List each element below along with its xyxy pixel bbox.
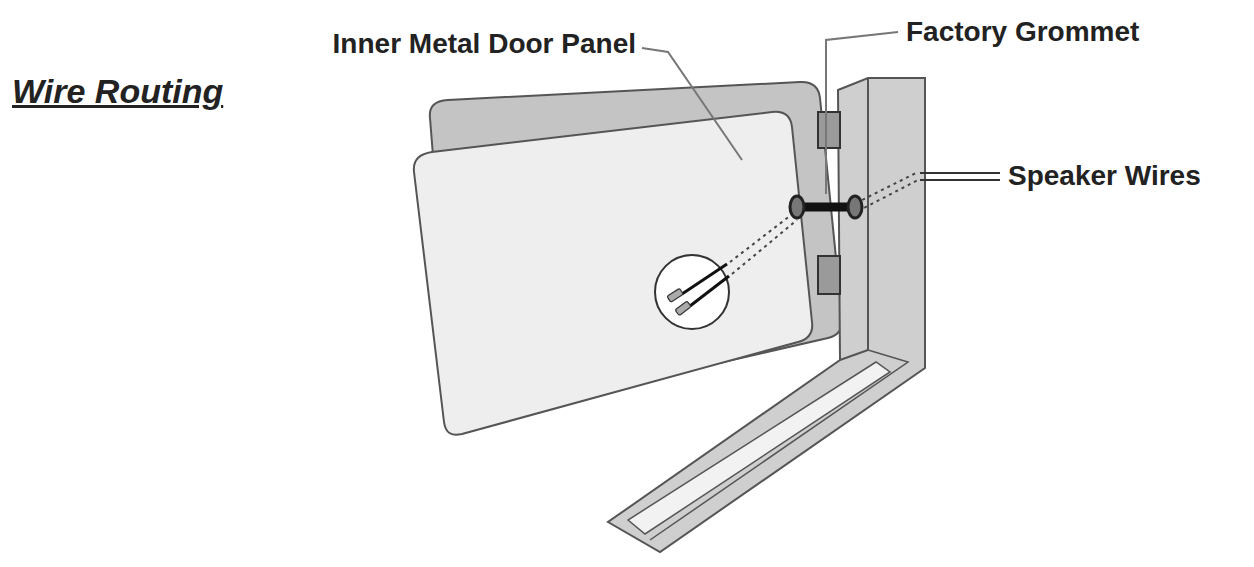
wire-hole [655, 255, 729, 329]
hidden-wire [858, 180, 918, 211]
speaker-wires-leader [920, 172, 1000, 174]
inner-metal-door-panel [414, 112, 812, 435]
pillar-edge [840, 78, 868, 360]
wire-terminal [667, 288, 683, 302]
hinge [818, 112, 840, 148]
part-label: Factory Grommet [906, 16, 1139, 48]
hidden-wire [730, 212, 795, 262]
leader-line [826, 32, 898, 194]
grommet-end [790, 196, 804, 218]
hinge [818, 256, 840, 294]
door-pillar [608, 78, 925, 552]
hidden-wire [732, 220, 797, 274]
part-label: Inner Metal Door Panel [333, 28, 636, 60]
speaker-wire [682, 264, 727, 294]
diagram-title: Wire Routing [12, 72, 223, 111]
speaker-wire [690, 276, 729, 306]
leader-line [642, 48, 742, 160]
sill-recess [628, 362, 890, 534]
hidden-wire [856, 172, 918, 203]
part-label: Speaker Wires [1008, 160, 1201, 192]
factory-grommet [800, 203, 852, 212]
grommet-end [848, 196, 862, 218]
wire-terminal [675, 301, 691, 316]
speaker-wires-leader [920, 179, 1000, 181]
